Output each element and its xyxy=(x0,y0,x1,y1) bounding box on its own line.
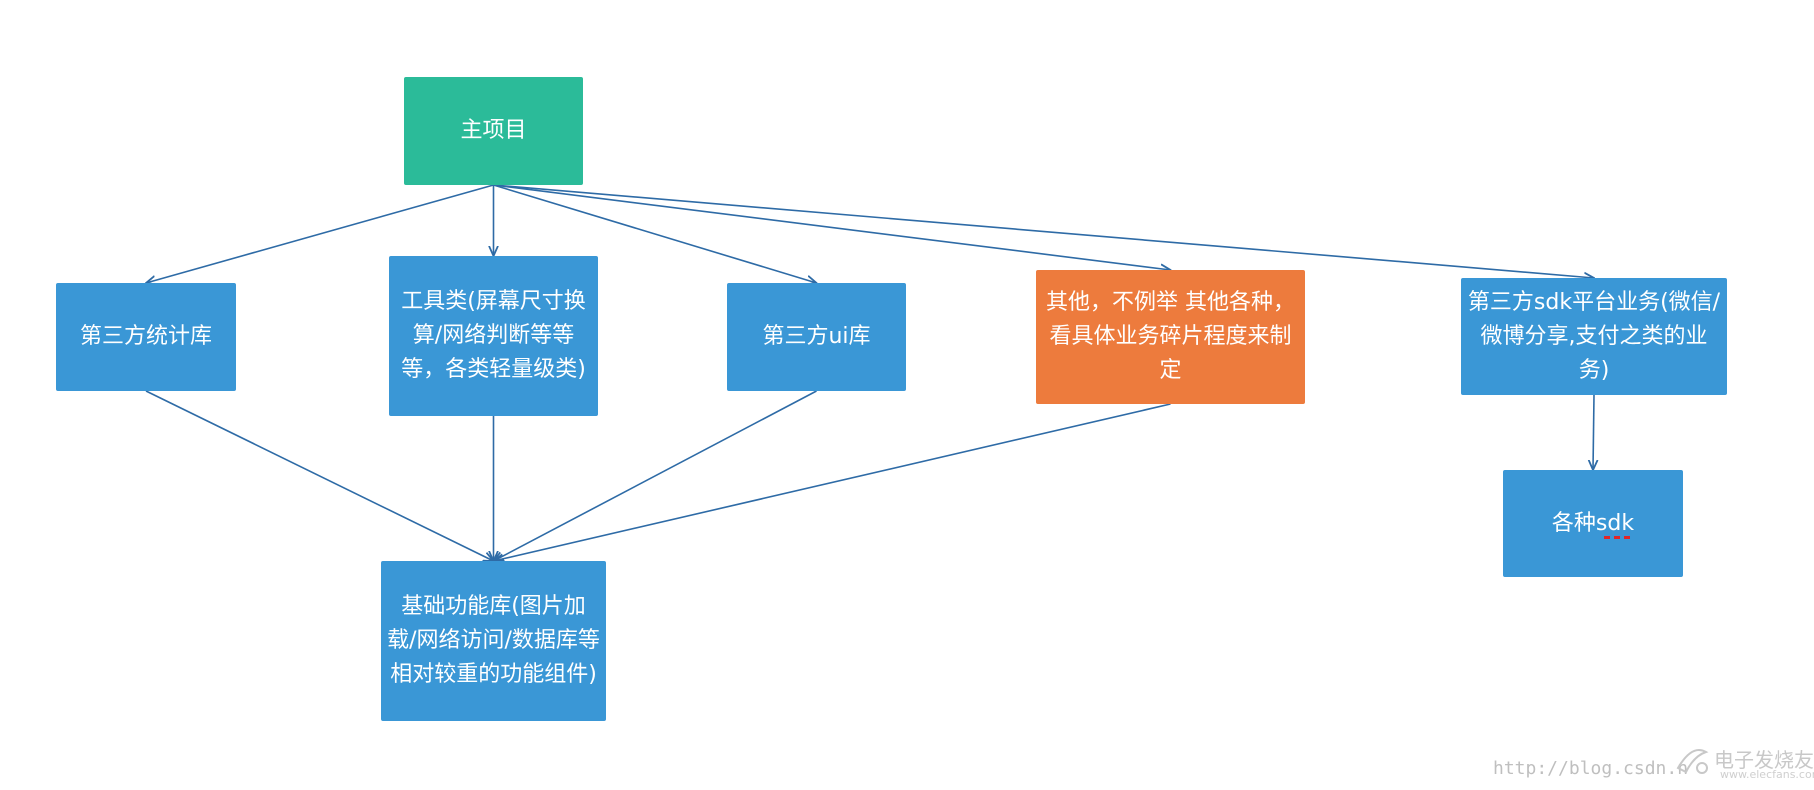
third-party-sdk-platform-node[interactable]: 第三方sdk平台业务(微信/微博分享,支付之类的业务) xyxy=(1461,278,1727,395)
edge-main-to-stats xyxy=(146,184,494,283)
edge-other-to-base xyxy=(494,403,1171,561)
watermark-brand: 电子发烧友 xyxy=(1714,748,1814,772)
various-sdk-node[interactable]: 各种sdk xyxy=(1503,470,1683,577)
third-party-ui-node[interactable]: 第三方ui库 xyxy=(727,283,906,391)
watermark-site: www.elecfans.com xyxy=(1720,768,1814,781)
edge-main-to-sdk_platform xyxy=(493,184,1595,278)
watermark-logo-icon xyxy=(1676,749,1709,774)
base-library-node[interactable]: 基础功能库(图片加载/网络访问/数据库等相对较重的功能组件) xyxy=(381,561,606,721)
watermark-url: http://blog.csdn.n xyxy=(1493,758,1689,779)
edge-stats-to-base xyxy=(145,390,494,561)
tools-node[interactable]: 工具类(屏幕尺寸换算/网络判断等等等，各类轻量级类) xyxy=(389,256,598,416)
edges xyxy=(145,184,1595,561)
main-project-node[interactable]: 主项目 xyxy=(404,77,583,185)
edge-main-to-ui xyxy=(493,184,817,283)
spellcheck-underline xyxy=(1604,536,1630,542)
edge-main-to-other xyxy=(493,184,1171,270)
third-party-stats-node[interactable]: 第三方统计库 xyxy=(56,283,236,391)
edge-ui-to-base xyxy=(494,390,817,561)
edge-sdk_platform-to-sdks xyxy=(1593,394,1594,470)
other-node[interactable]: 其他，不例举 其他各种，看具体业务碎片程度来制定 xyxy=(1036,270,1305,404)
